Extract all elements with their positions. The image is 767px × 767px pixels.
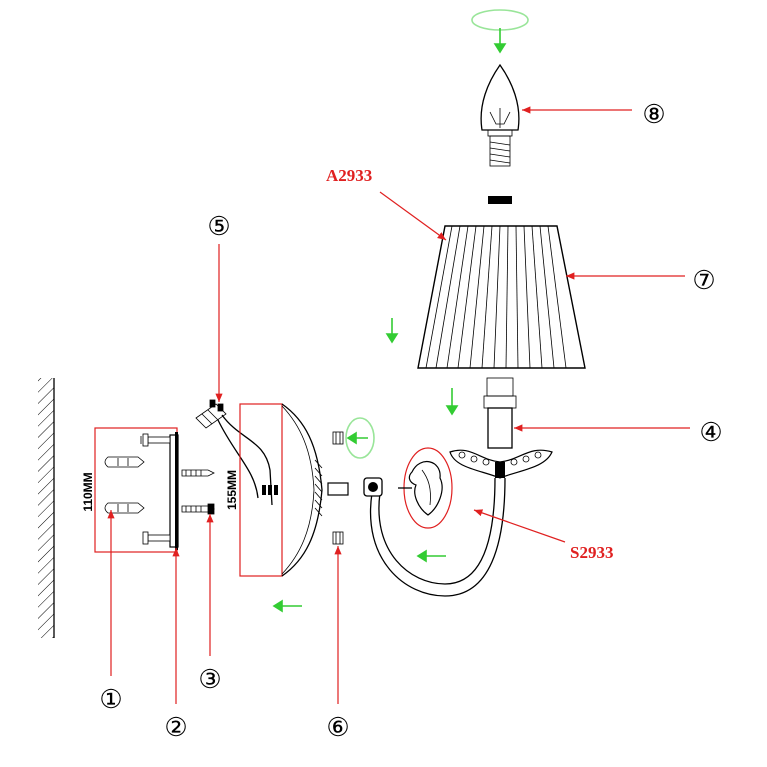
callout-2: ② [164, 713, 187, 743]
callout-1: ① [99, 685, 122, 715]
callout-4: ④ [699, 418, 722, 448]
mounting-plate [94, 427, 179, 553]
callout-5: ⑤ [207, 212, 230, 242]
callout-lines [107, 106, 690, 704]
callout-7: ⑦ [692, 266, 715, 296]
assembly-arrows [272, 28, 507, 613]
shade-model-label: A2933 [326, 166, 372, 185]
screws [181, 469, 215, 515]
canopy [239, 403, 323, 577]
wall [38, 378, 55, 638]
lamp-shade [417, 196, 586, 369]
terminal-block [195, 399, 273, 506]
callout-6: ⑥ [326, 713, 349, 743]
callout-8: ⑧ [642, 100, 665, 130]
curved-arm [363, 477, 506, 597]
candle-cup [449, 377, 553, 479]
arm-model-label: S2933 [570, 543, 613, 562]
dim-110mm-label: 110MM [81, 472, 95, 511]
candle-bulb [471, 9, 529, 167]
finial-nuts [327, 431, 349, 545]
callout-3: ③ [198, 665, 221, 695]
decorative-rose [398, 447, 453, 529]
dim-155mm-label: 155MM [225, 470, 239, 510]
